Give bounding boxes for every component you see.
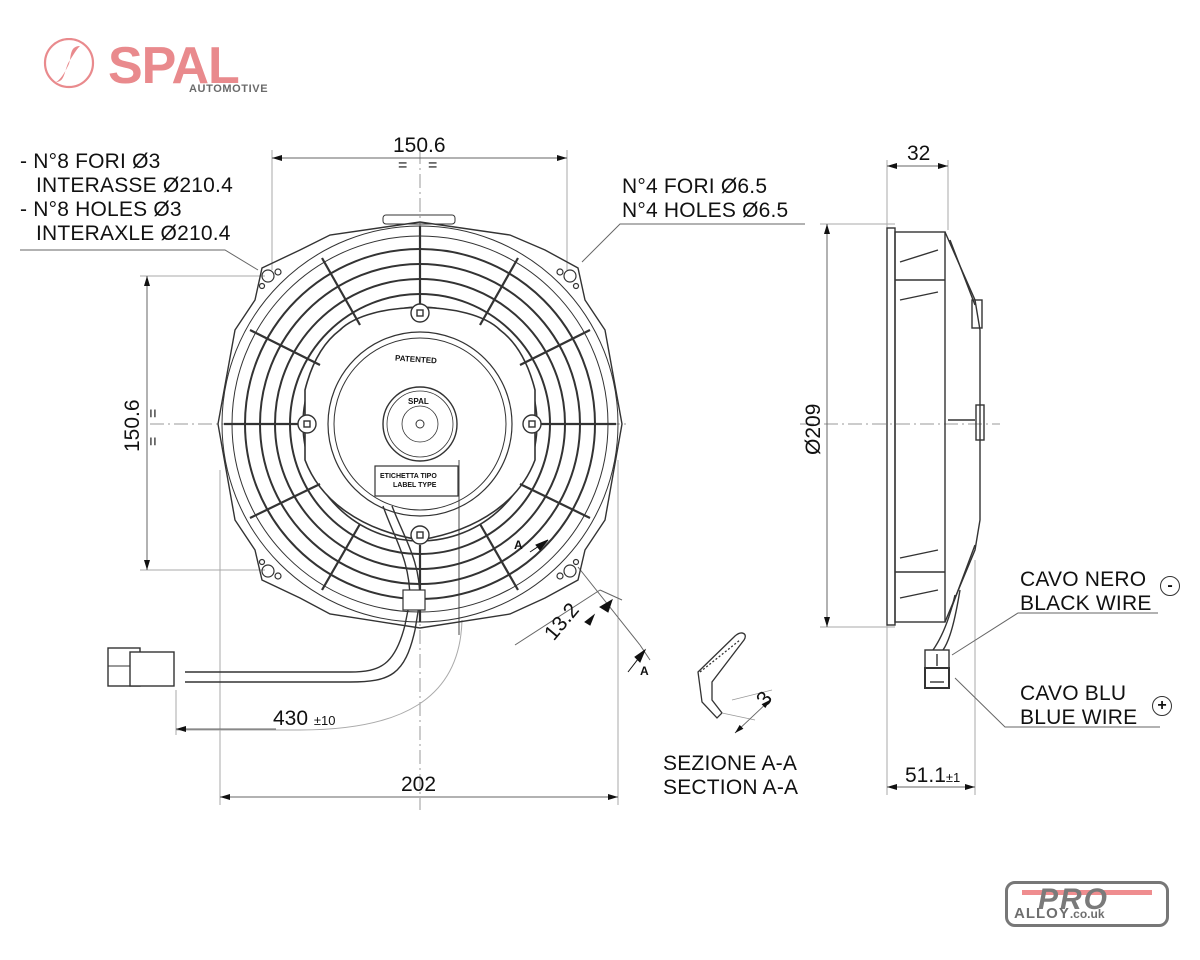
dim-top-width: 150.6	[393, 134, 446, 157]
fan-front-view	[107, 214, 623, 687]
plus-polarity-icon: +	[1152, 696, 1172, 716]
label-type-en: LABEL TYPE	[393, 482, 437, 489]
hub-logo-text: SPAL	[408, 397, 429, 406]
brand-name: SPAL	[108, 37, 240, 95]
dim-side-depth-bottom: 51.1±1	[905, 764, 960, 788]
equal-mark-top-right: =	[428, 157, 438, 174]
proalloy-logo: PRO ALLOY.co.uk	[1005, 881, 1169, 927]
section-profile	[697, 632, 773, 734]
dim-side-depth-top: 32	[907, 142, 931, 165]
equal-mark-left-bottom: =	[145, 436, 162, 446]
holes-en: N°4 HOLES Ø6.5	[622, 199, 789, 222]
dim-left-height: 150.6	[121, 399, 144, 452]
dim-diameter: Ø209	[802, 403, 825, 455]
section-marker-a-2: A	[640, 664, 649, 678]
section-title-en: SECTION A-A	[663, 776, 799, 799]
dim-cable-length-tolerance: ±10	[313, 713, 336, 728]
proalloy-top-text: PRO	[1038, 883, 1110, 916]
proalloy-alloy: ALLOY	[1014, 905, 1070, 922]
mount-holes-en-line2: INTERAXLE Ø210.4	[36, 222, 231, 245]
proalloy-bottom-text: ALLOY.co.uk	[1014, 905, 1105, 922]
blue-wire-en: BLUE WIRE	[1020, 706, 1138, 729]
dim-side-depth-value: 51.1	[905, 764, 946, 787]
spal-logo: SPAL AUTOMOTIVE	[42, 38, 272, 98]
dim-cable-length: 430 ±10	[273, 707, 336, 731]
spal-swirl-icon	[43, 38, 95, 89]
mount-holes-en-line1: - N°8 HOLES Ø3	[20, 198, 182, 221]
fan-side-view	[886, 227, 985, 689]
blue-wire-it: CAVO BLU	[1020, 682, 1127, 705]
mount-holes-it-line2: INTERASSE Ø210.4	[36, 174, 233, 197]
label-type-it: ETICHETTA TIPO	[380, 473, 437, 480]
section-arrows	[529, 539, 647, 673]
equal-mark-top-left: =	[398, 157, 408, 174]
section-marker-a-1: A	[514, 538, 523, 552]
brand-subtitle: AUTOMOTIVE	[189, 83, 269, 95]
extension-lines	[140, 150, 976, 805]
section-title-it: SEZIONE A-A	[663, 752, 798, 775]
mount-holes-it-line1: - N°8 FORI Ø3	[20, 150, 161, 173]
black-wire-en: BLACK WIRE	[1020, 592, 1152, 615]
proalloy-suffix: .co.uk	[1069, 907, 1105, 921]
holes-it: N°4 FORI Ø6.5	[622, 175, 768, 198]
dim-side-depth-tolerance: ±1	[945, 770, 961, 785]
equal-mark-left-top: =	[145, 408, 162, 418]
minus-polarity-icon: -	[1160, 576, 1180, 596]
dimension-lines	[20, 155, 1160, 800]
dim-overall-width: 202	[401, 773, 437, 796]
black-wire-it: CAVO NERO	[1020, 568, 1147, 591]
proalloy-stripe	[1022, 890, 1152, 895]
dim-cable-length-value: 430	[273, 707, 309, 730]
